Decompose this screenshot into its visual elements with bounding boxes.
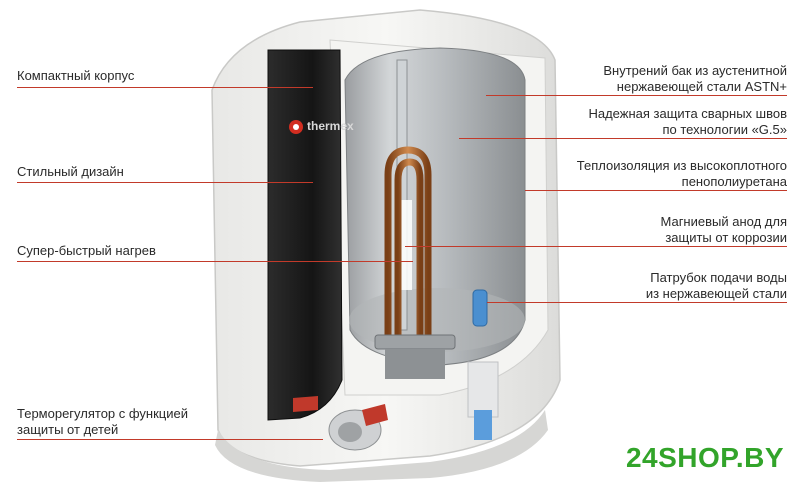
label-thermostat: Терморегулятор с функцией защиты от дете… <box>17 406 188 437</box>
leader-line <box>405 246 787 247</box>
leader-line <box>17 87 313 88</box>
label-inner-tank: Внутрений бак из аустенитной нержавеющей… <box>603 63 787 94</box>
leader-line <box>487 302 787 303</box>
label-insulation: Теплоизоляция из высокоплотного пенополи… <box>576 158 787 189</box>
watermark: 24SHOP.BY <box>625 442 784 473</box>
leader-line <box>486 95 787 96</box>
label-fast-heating: Супер-быстрый нагрев <box>17 243 156 258</box>
logo-text: thermex <box>307 119 354 133</box>
leader-line <box>17 439 323 440</box>
label-weld-protection: Надежная защита сварных швов по технолог… <box>588 106 787 137</box>
label-magnesium-anode: Магниевый анод для защиты от коррозии <box>660 214 787 245</box>
leader-line <box>17 182 313 183</box>
leader-line <box>17 261 413 262</box>
label-water-inlet: Патрубок подачи воды из нержавеющей стал… <box>645 270 787 301</box>
leader-line <box>459 138 787 139</box>
logo-mark-icon <box>289 120 303 134</box>
label-stylish-design: Стильный дизайн <box>17 164 124 179</box>
brand-logo: thermex <box>288 118 358 136</box>
leader-line <box>525 190 787 191</box>
label-compact-body: Компактный корпус <box>17 68 135 83</box>
